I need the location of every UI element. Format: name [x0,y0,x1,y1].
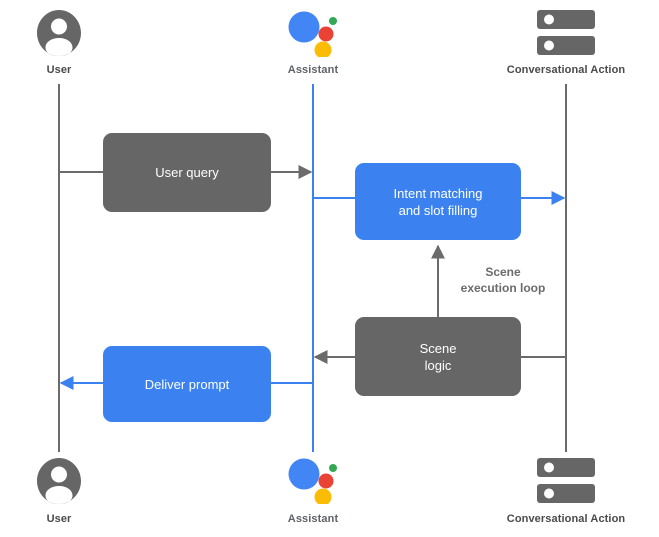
server-unit-top [537,458,595,477]
server-unit-bottom [537,36,595,55]
actor-label-conversational-action-bottom: Conversational Action [506,513,626,525]
server-icon [537,458,595,504]
node-intent-matching[interactable]: Intent matching and slot filling [355,163,521,240]
node-scene-logic-label: Scene logic [419,340,457,373]
node-deliver-prompt-label: Deliver prompt [144,376,230,392]
actor-label-user-bottom: User [46,513,72,525]
server-led-bottom [544,488,554,499]
actor-label-conversational-action-top: Conversational Action [506,64,626,76]
server-unit-top [537,10,595,29]
actor-label-assistant-top: Assistant [287,64,339,76]
google-assistant-icon [288,9,338,59]
node-deliver-prompt[interactable]: Deliver prompt [103,346,271,422]
user-avatar-icon [37,458,81,504]
assistant-red-dot [318,473,334,489]
server-led-top [544,462,554,473]
node-user-query-label: User query [155,165,219,180]
actor-label-user-top: User [46,64,72,76]
user-avatar-icon [37,10,81,56]
assistant-red-dot [318,26,334,42]
assistant-green-dot [329,464,337,472]
annotation-scene-execution-loop: Scene execution loop [460,265,546,295]
google-assistant-icon [288,456,338,506]
assistant-green-dot [329,17,337,25]
node-user-query[interactable]: User query [103,133,271,212]
assistant-yellow-dot [314,41,332,59]
actor-label-assistant-bottom: Assistant [287,513,339,525]
node-scene-logic[interactable]: Scene logic [355,317,521,396]
server-led-top [544,14,554,25]
node-intent-matching-label: Intent matching and slot filling [393,185,483,218]
assistant-blue-dot [288,11,320,43]
server-icon [537,10,595,56]
assistant-yellow-dot [314,488,332,506]
server-unit-bottom [537,484,595,503]
server-led-bottom [544,40,554,51]
assistant-blue-dot [288,458,320,490]
